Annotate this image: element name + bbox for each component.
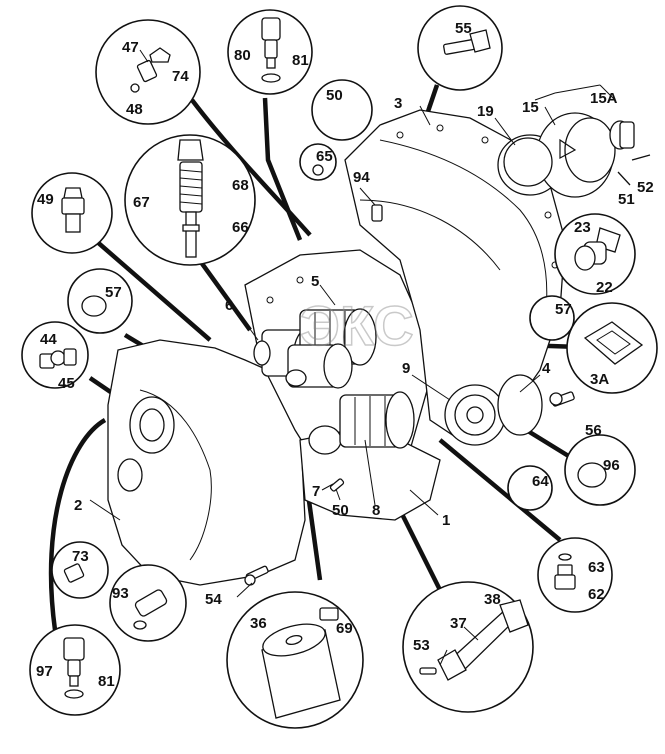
seal-19 (503, 137, 553, 187)
shaft-end-6 (253, 340, 271, 366)
transmission-housing (107, 109, 566, 586)
callout-label: 9 (402, 360, 410, 377)
callout-label: 7 (312, 483, 320, 500)
inset-filter-36 (226, 591, 364, 729)
callout-labels: 1 2 3 3A 4 5 6 7 8 9 15 15A 19 22 23 36 … (36, 20, 654, 690)
callout-label: 38 (484, 591, 501, 608)
pin-50-lower (329, 478, 345, 492)
callout-label: 94 (353, 169, 370, 186)
callout-label: 55 (455, 20, 472, 37)
callout-label: 45 (58, 375, 75, 392)
output-gear (444, 374, 543, 446)
inset-pin-50 (311, 79, 373, 141)
callout-label: 53 (413, 637, 430, 654)
inset-sensor-97 (29, 624, 121, 716)
callout-label: 81 (98, 673, 115, 690)
gear-shafts (253, 308, 543, 455)
callout-label: 74 (172, 68, 189, 85)
inset-breather (95, 19, 201, 125)
callout-label: 68 (232, 177, 249, 194)
inset-ring-57-right (529, 295, 575, 341)
callout-lines (89, 84, 616, 666)
inset-ring-57 (67, 268, 133, 334)
callout-label: 51 (618, 191, 635, 208)
inset-ring-96 (564, 434, 636, 506)
callout-label: 65 (316, 148, 333, 165)
watermark-text: ЭКС (300, 294, 414, 357)
inset-plate-3a (566, 302, 658, 394)
inset-plug-63 (537, 537, 613, 613)
inset-pipe-37 (402, 581, 534, 713)
callout-label: 80 (234, 47, 251, 64)
callout-label: 50 (332, 502, 349, 519)
callout-label: 47 (122, 39, 139, 56)
callout-label: 57 (105, 284, 122, 301)
inset-plug-23 (554, 213, 636, 295)
callout-label: 81 (292, 52, 309, 69)
callout-label: 67 (133, 194, 150, 211)
clutch-pack-middle (285, 343, 353, 389)
inset-bolt-55 (417, 5, 503, 91)
inset-plug-64 (507, 465, 553, 511)
callout-label: 37 (450, 615, 467, 632)
callout-label: 73 (72, 548, 89, 565)
callout-label: 3 (394, 95, 402, 112)
callout-label: 6 (225, 297, 233, 314)
callout-label: 52 (637, 179, 654, 196)
callout-label: 50 (326, 87, 343, 104)
inset-plug-73 (51, 541, 109, 599)
callout-label: 15A (590, 90, 618, 107)
callout-label: 69 (336, 620, 353, 637)
inset-fitting-49 (31, 172, 113, 254)
inset-valve-66 (124, 134, 256, 266)
callout-label: 15 (522, 99, 539, 116)
callout-label: 22 (596, 279, 613, 296)
callout-label: 64 (532, 473, 549, 490)
callout-label: 97 (36, 663, 53, 680)
callout-label: 3A (590, 371, 609, 388)
callout-label: 57 (555, 301, 572, 318)
callout-label: 54 (205, 591, 222, 608)
callout-label: 23 (574, 219, 591, 236)
callout-label: 4 (542, 360, 551, 377)
clutch-pack-lower (308, 391, 415, 455)
callout-label: 48 (126, 101, 143, 118)
callout-label: 49 (37, 191, 54, 208)
callout-label: 44 (40, 331, 57, 348)
bolt-54 (244, 565, 269, 586)
inset-plug-65 (299, 143, 337, 181)
callout-label: 56 (585, 422, 602, 439)
callout-label: 63 (588, 559, 605, 576)
inset-sensor-80 (227, 9, 313, 95)
callout-label: 1 (442, 512, 450, 529)
callout-label: 93 (112, 585, 129, 602)
callout-label: 19 (477, 103, 494, 120)
callout-label: 5 (311, 273, 319, 290)
callout-label: 66 (232, 219, 249, 236)
callout-label: 96 (603, 457, 620, 474)
inset-plug-44 (21, 321, 89, 389)
callout-label: 36 (250, 615, 267, 632)
callout-label: 2 (74, 497, 82, 514)
bolt-56 (549, 391, 575, 407)
callout-label: 62 (588, 586, 605, 603)
inset-sensor-93 (109, 564, 187, 642)
plug-94 (371, 204, 383, 222)
callout-label: 8 (372, 502, 380, 519)
